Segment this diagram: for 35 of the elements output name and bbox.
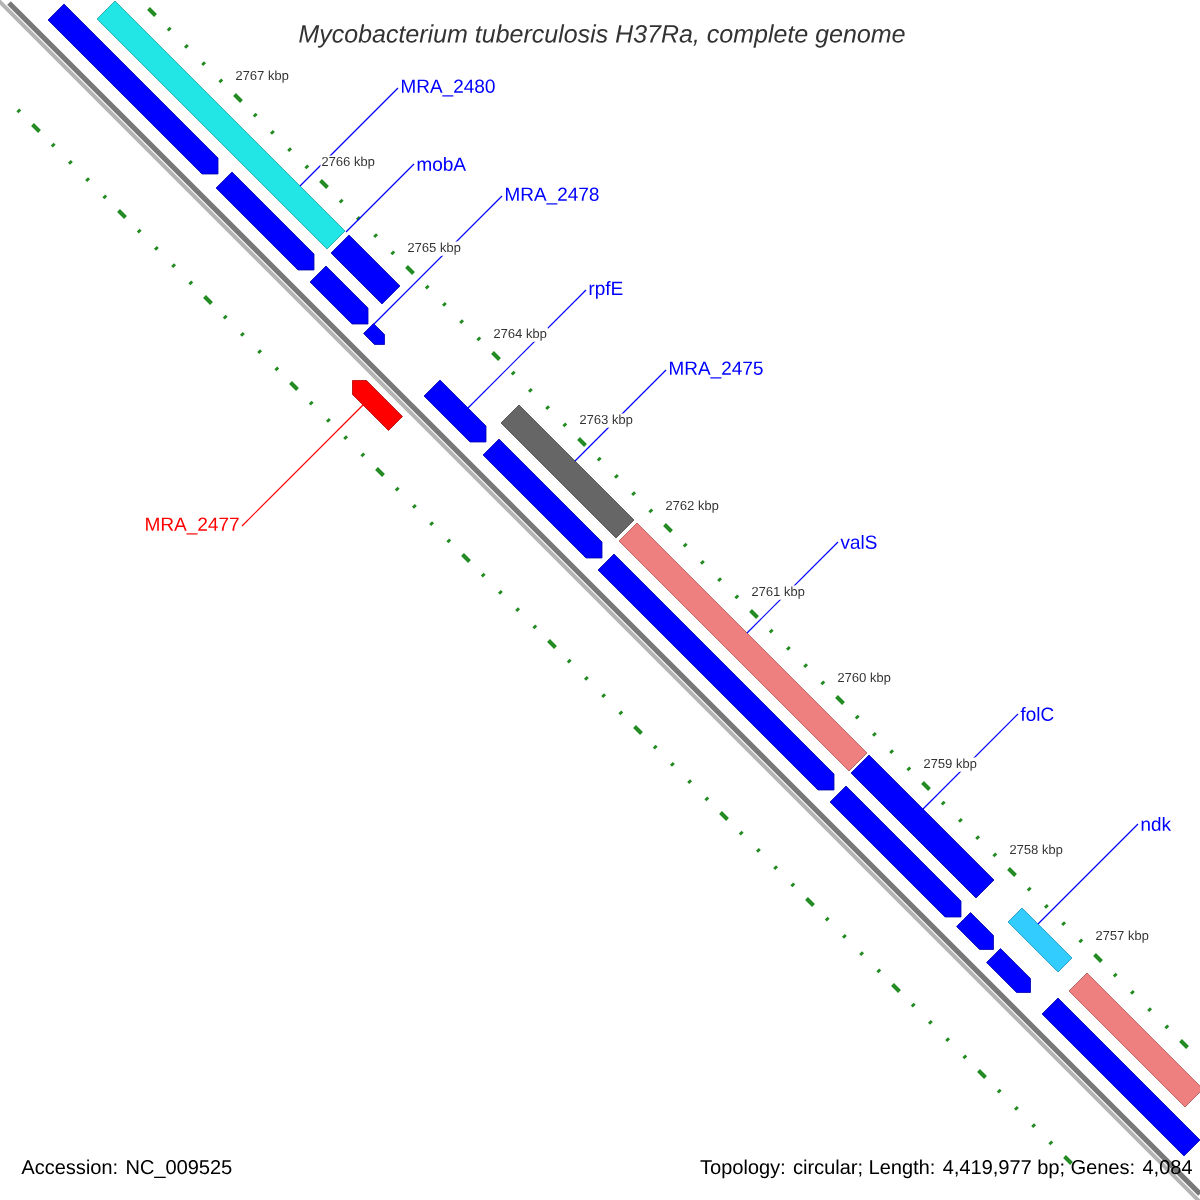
leader-line: [467, 289, 587, 409]
footer-text: Accession: NC_009525: [21, 1159, 232, 1178]
gene-feature: [352, 380, 403, 431]
gene-feature: [482, 438, 603, 559]
gene-bar: [850, 754, 995, 899]
gene-label: MRA_2478: [505, 187, 599, 205]
gene-bar: [1007, 907, 1073, 973]
leader-line: [345, 163, 415, 233]
leader-line: [373, 195, 503, 325]
gene-feature: [215, 171, 315, 271]
leader-line: [1037, 823, 1139, 925]
gene-feature: [423, 379, 487, 443]
gene-bar: [500, 404, 635, 539]
gene-feature: [47, 3, 219, 175]
gene-label: MRA_2477: [146, 517, 239, 535]
gene-feature: [597, 553, 835, 791]
title: Mycobacterium tuberculosis H37Ra, complete genome: [299, 24, 905, 48]
gene-label: MRA_2480: [401, 79, 495, 97]
gene-label: ndk: [1141, 817, 1172, 831]
gene-feature: [829, 785, 962, 918]
gene-bar: [1041, 997, 1200, 1157]
leader-line: [299, 87, 399, 187]
gene-label: MRA_2475: [670, 361, 763, 379]
gene-feature: [956, 912, 994, 950]
gene-label: rpfE: [589, 281, 623, 299]
gene-bar: [330, 234, 401, 305]
gene-label: mobA: [417, 157, 466, 171]
gene-label: folC: [1020, 707, 1054, 721]
footer-text: Topology: circular; Length: 4,419,977 bp; Genes: 4,084: [700, 1159, 1192, 1179]
gene-bar: [1068, 972, 1200, 1108]
gene-label: valS: [840, 535, 877, 549]
gene-feature: [309, 265, 369, 325]
gene-feature: [986, 948, 1031, 993]
leader-line: [241, 404, 364, 527]
gene-feature: [363, 323, 385, 345]
